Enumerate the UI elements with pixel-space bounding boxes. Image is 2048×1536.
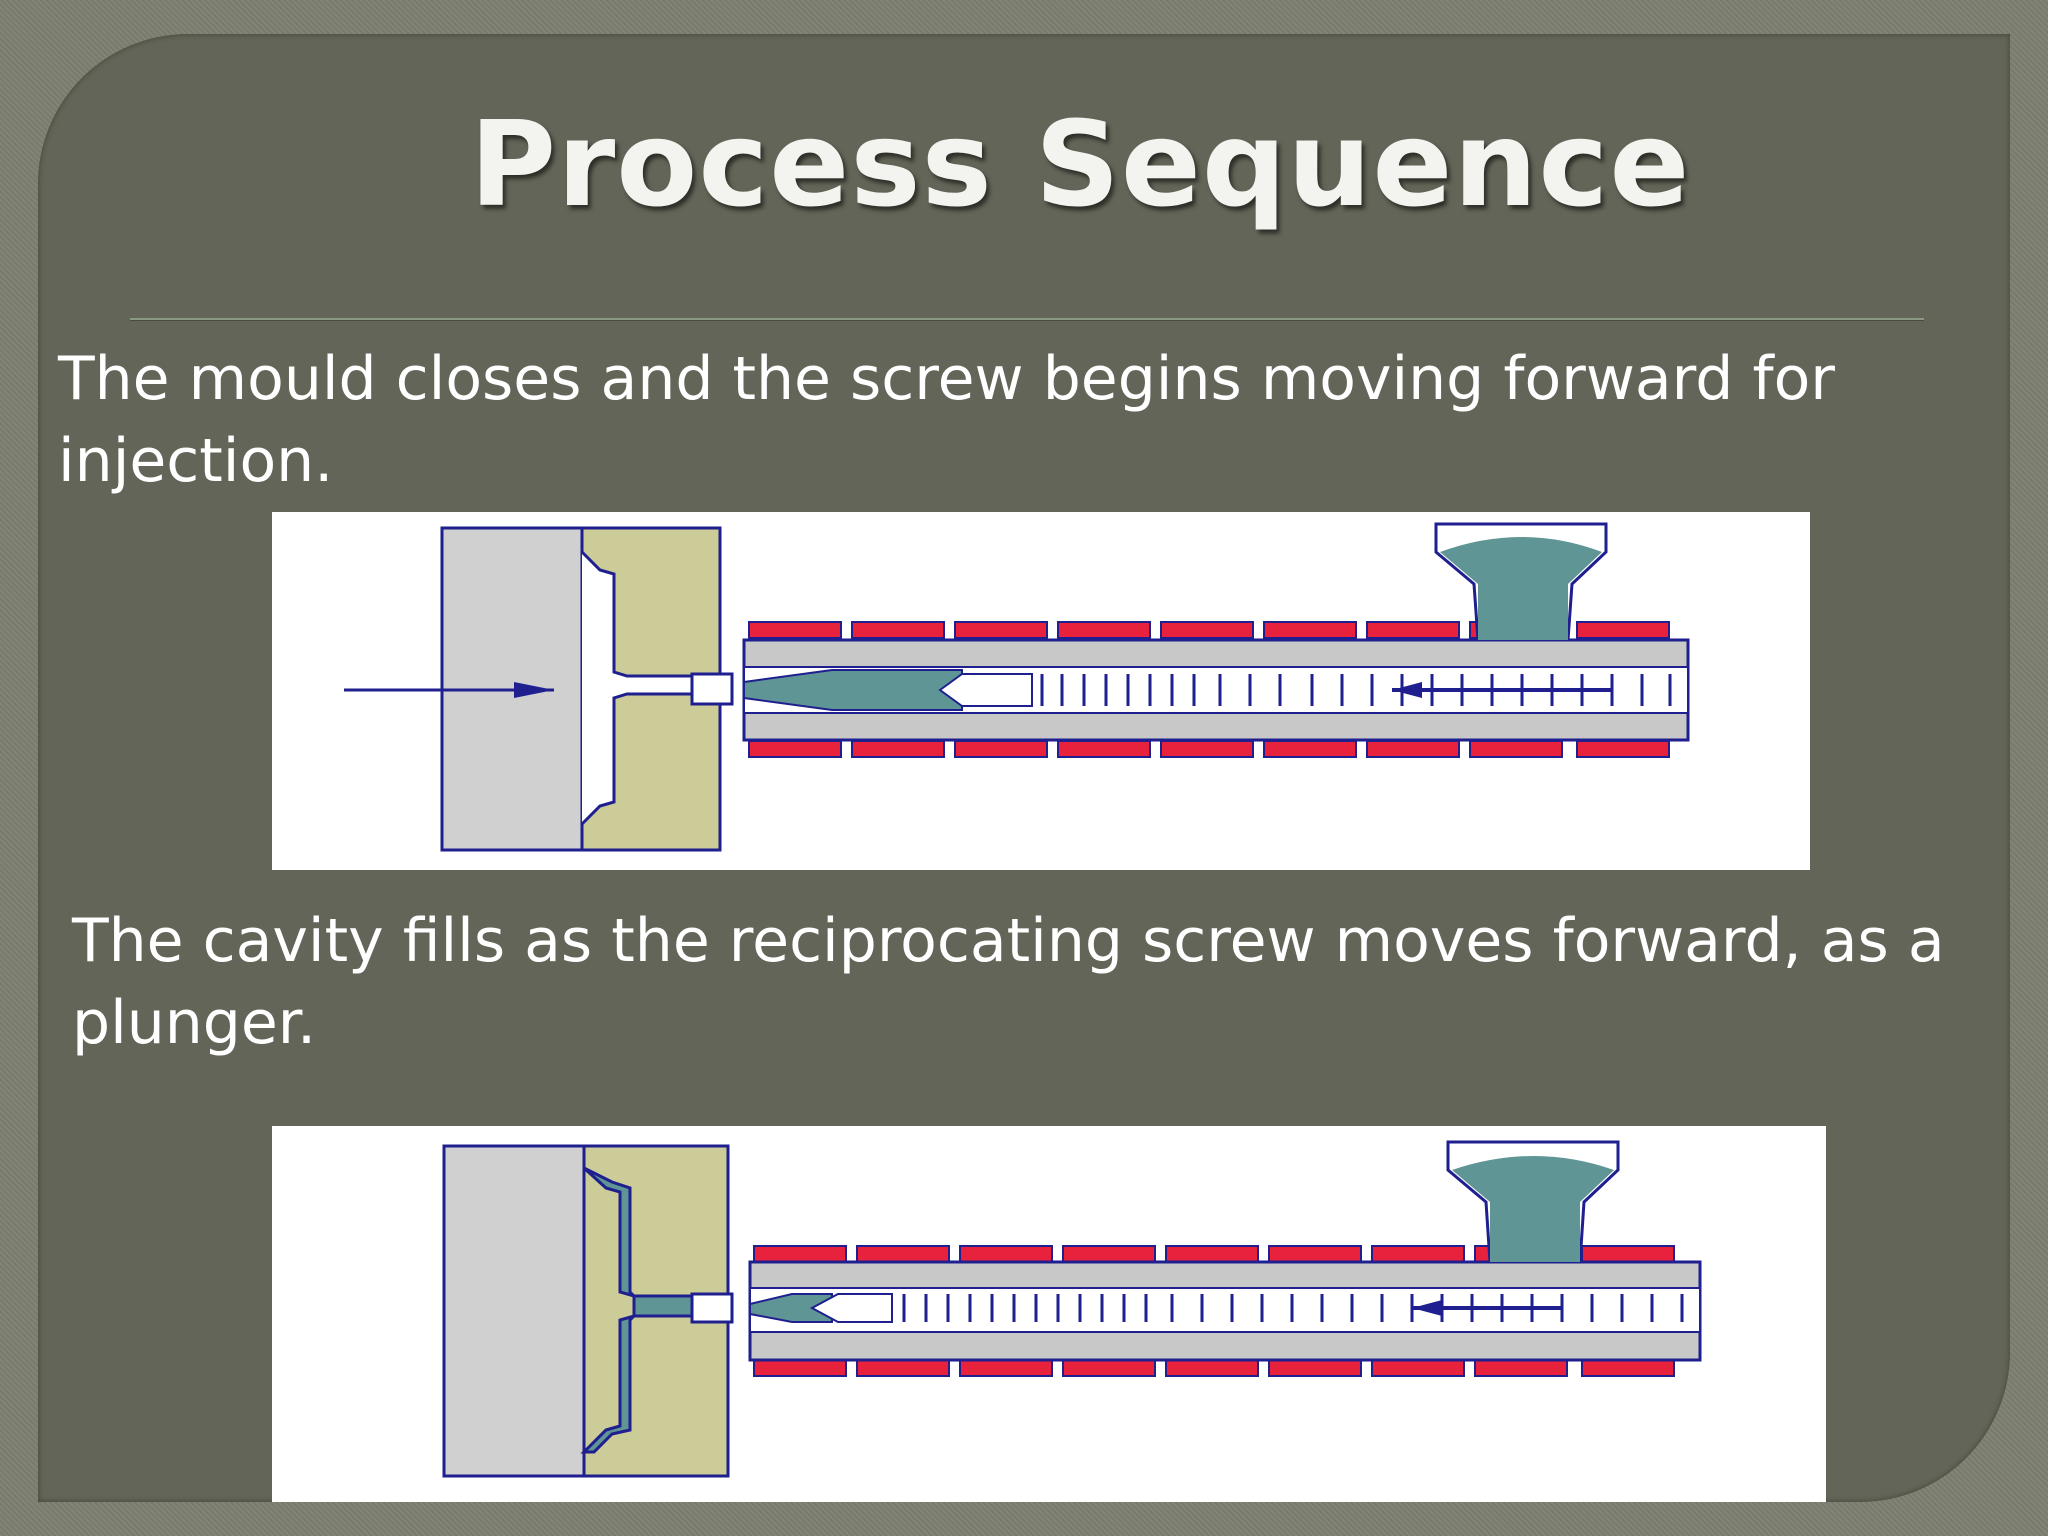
plastic-melt bbox=[749, 1293, 833, 1323]
step-1-text: The mould closes and the screw begins mo… bbox=[58, 344, 1835, 496]
injection-start-diagram bbox=[272, 512, 1810, 870]
plastic-melt bbox=[743, 669, 963, 711]
screw-tip bbox=[809, 1293, 893, 1323]
heater-bands bbox=[748, 621, 1670, 758]
nozzle bbox=[690, 1292, 734, 1324]
slide-title: Process Sequence bbox=[469, 95, 1691, 233]
cavity-filling-diagram bbox=[272, 1126, 1826, 1502]
nozzle bbox=[690, 672, 734, 706]
filled-cavity bbox=[580, 1166, 694, 1454]
step-2-text: The cavity fills as the reciprocating sc… bbox=[72, 906, 1945, 1058]
heater-bands bbox=[753, 1245, 1675, 1377]
title-divider bbox=[130, 318, 1924, 320]
screw-tip bbox=[938, 673, 1033, 707]
fixed-mould-half bbox=[442, 1144, 586, 1478]
